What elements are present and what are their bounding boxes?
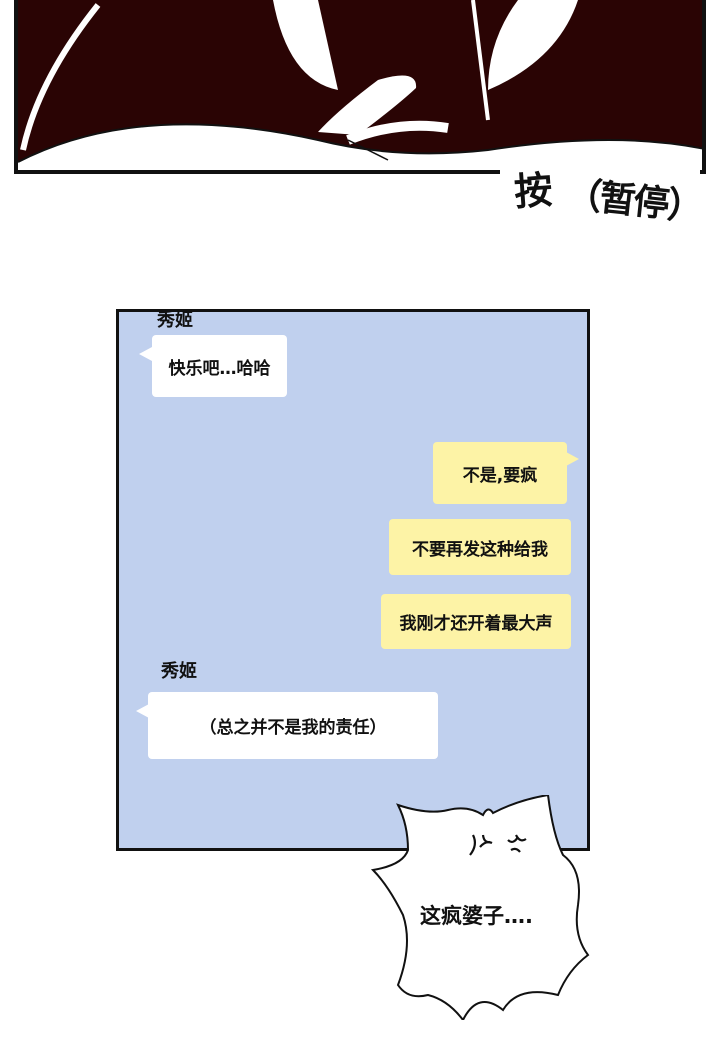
bubble-tail xyxy=(139,347,152,361)
message-bubble: 不要再发这种给我 xyxy=(389,519,571,575)
sfx-press: 按 xyxy=(512,167,554,215)
bubble-tail xyxy=(136,704,149,718)
message-bubble: 快乐吧…哈哈 xyxy=(152,335,287,397)
angry-burst-bubble xyxy=(370,795,590,1020)
sound-effect-pause: 按 （暂停） xyxy=(500,150,704,230)
message-bubble: 我刚才还开着最大声 xyxy=(381,594,571,649)
anger-vein-icon xyxy=(469,834,527,856)
sender-name: 秀姬 xyxy=(157,310,193,331)
message-bubble: （总之并不是我的责任） xyxy=(148,692,438,759)
chat-screen: 秀姬 快乐吧…哈哈 不是,要疯 不要再发这种给我 我刚才还开着最大声 秀姬 （总… xyxy=(116,309,590,851)
bubble-tail xyxy=(566,452,579,466)
sfx-pause: （暂停） xyxy=(563,174,704,230)
burst-text: 这疯婆子…. xyxy=(420,904,533,928)
sender-name: 秀姬 xyxy=(161,661,197,682)
message-bubble: 不是,要疯 xyxy=(433,442,567,504)
manga-panel-top xyxy=(14,0,706,174)
hand-feathers-illustration xyxy=(18,0,702,170)
